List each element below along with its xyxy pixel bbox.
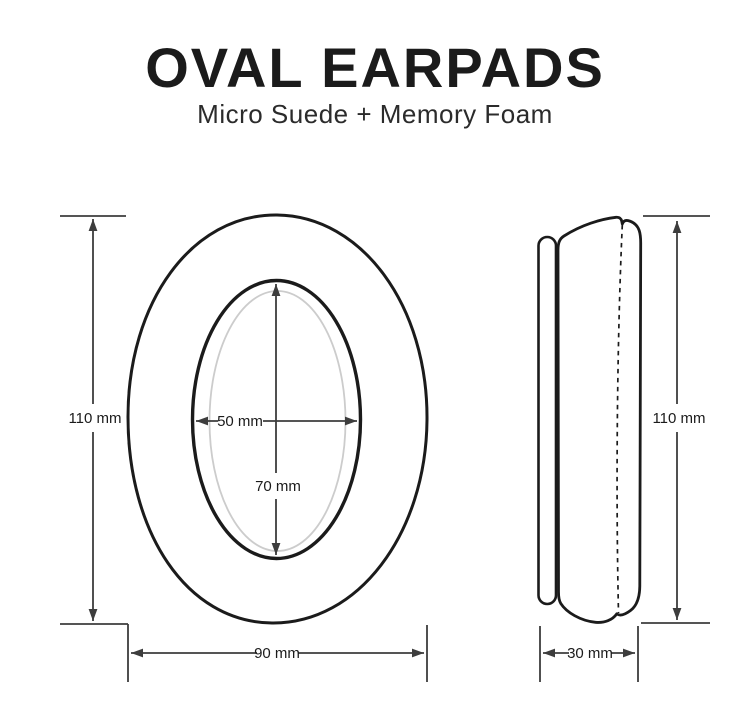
side-flange-outline: [537, 235, 558, 606]
side-view: 110 mm 30 mm: [537, 215, 710, 682]
side-thickness-label: 30 mm: [567, 645, 613, 662]
front-inner-width-label: 50 mm: [217, 413, 263, 430]
side-body-outline: [556, 215, 643, 624]
front-height-dimension: 110 mm: [60, 215, 128, 625]
page-title: OVAL EARPADS: [145, 36, 605, 99]
front-inner-height-label: 70 mm: [255, 478, 301, 495]
side-seam-dashed-line: [616, 224, 624, 614]
side-height-label: 110 mm: [652, 410, 705, 427]
side-height-dimension: 110 mm: [641, 215, 710, 624]
front-inner-height-dimension: 70 mm: [255, 284, 301, 555]
front-outer-outline: [126, 213, 429, 625]
title-block: OVAL EARPADS Micro Suede + Memory Foam: [0, 0, 750, 129]
front-view: 110 mm 50 mm 70 mm 90 mm: [60, 213, 429, 682]
front-height-label: 110 mm: [68, 410, 121, 427]
front-width-label: 90 mm: [254, 645, 300, 662]
page-subtitle: Micro Suede + Memory Foam: [197, 99, 553, 129]
front-inner-width-dimension: 50 mm: [196, 413, 357, 430]
front-inner-opening-outline: [190, 278, 363, 561]
side-thickness-dimension: 30 mm: [539, 626, 639, 682]
front-width-dimension: 90 mm: [127, 624, 428, 682]
